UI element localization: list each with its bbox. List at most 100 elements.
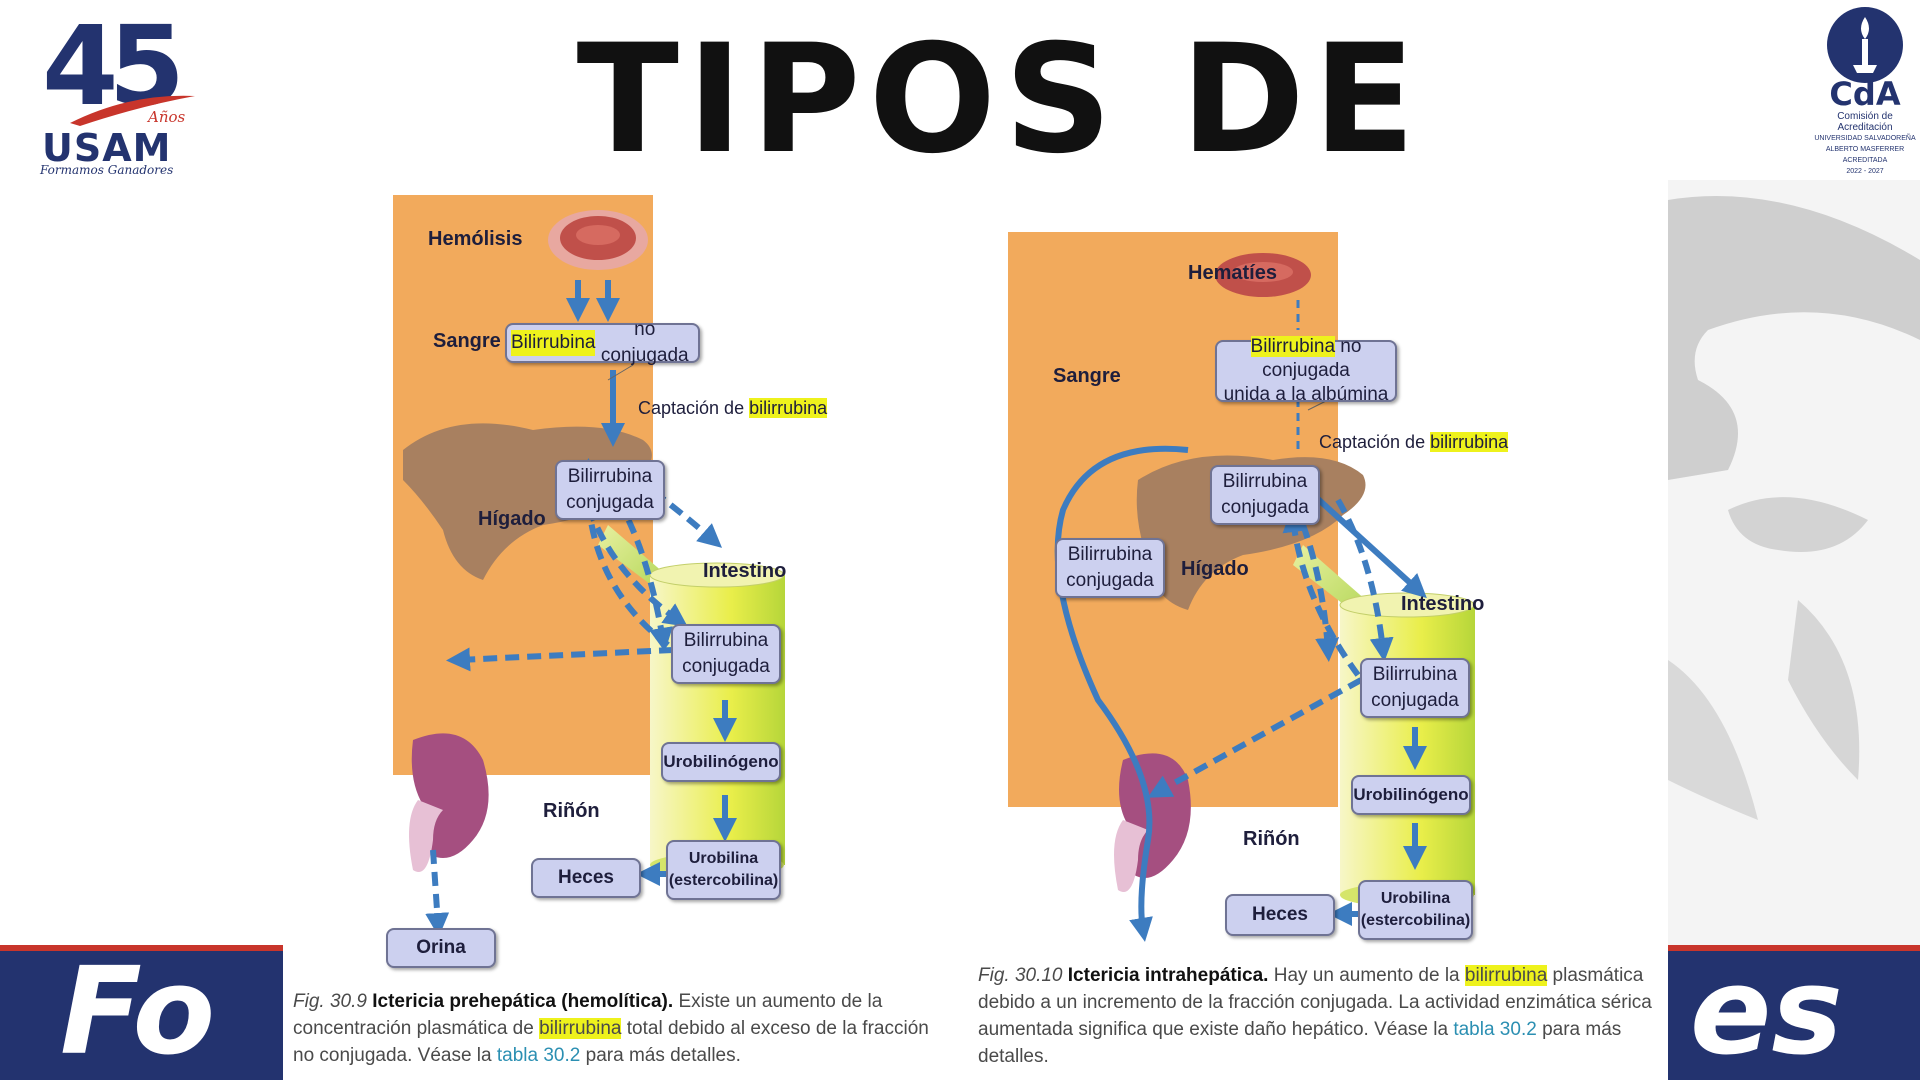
node-urobilin: Urobilina (estercobilina) — [666, 840, 781, 900]
caption-highlight: bilirrubina — [1464, 965, 1548, 986]
hemolysis-cell-icon — [548, 210, 648, 270]
node-line: Urobilina — [688, 850, 759, 867]
node-blood-conjugated-bilirubin: Bilirrubina conjugada — [1055, 538, 1165, 598]
capture-label-highlight: bilirrubina — [749, 398, 828, 418]
node-line: Bilirrubina — [683, 630, 769, 651]
arrow-liver-to-urobilinogen-2 — [590, 462, 673, 652]
label-kidney: Riñón — [1243, 828, 1300, 850]
capture-label-text: Captación de — [1319, 432, 1426, 452]
arrow-liver-to-blood-conjugated — [1054, 445, 1189, 942]
figure-intrahepatic: Hematíes Sangre Hígado Intestino Riñón C… — [973, 180, 1668, 1080]
caption-text: Existe un aumento de la concentración pl… — [293, 991, 883, 1039]
caption-text: para más detalles. — [978, 1019, 1622, 1067]
node-unconjugated-bilirubin-albumin: Bilirrubina no conjugada unida a la albú… — [1215, 336, 1397, 405]
node-line: Bilirrubina — [1067, 544, 1153, 565]
label-bilirubin-capture: Captación de bilirrubina — [638, 398, 828, 419]
node-urobilinogen: Urobilinógeno — [661, 742, 781, 782]
node-text: no conjugada — [1262, 336, 1362, 381]
capture-label-text: Captación de — [638, 398, 745, 418]
label-blood: Sangre — [433, 330, 501, 352]
arrow-urobilinogen-to-liver — [575, 458, 670, 648]
arrow-urobilinogen-to-kidney — [1147, 677, 1363, 798]
arrow-urobilinogen-to-liver — [1282, 508, 1361, 677]
node-feces: Heces — [1225, 894, 1335, 936]
node-intestine-conjugated-bilirubin: Bilirrubina conjugada — [1360, 658, 1470, 718]
capture-leader-line — [607, 364, 634, 381]
caption-fig-number: Fig. 30.10 — [978, 965, 1063, 986]
node-text: no conjugada — [600, 319, 689, 366]
logo-line: 2022 - 2027 — [1846, 168, 1884, 175]
label-blood: Sangre — [1053, 365, 1121, 387]
node-line: Bilirrubina — [1222, 471, 1308, 492]
logo-acronym: CdA — [1829, 75, 1901, 113]
logo-slogan: Formamos Ganadores — [40, 163, 174, 177]
label-intestine: Intestino — [703, 560, 787, 582]
caption-text: total debido al exceso de la fracción no… — [293, 1018, 929, 1066]
node-line: Bilirrubina no conjugada — [1221, 335, 1391, 383]
node-urine: Orina — [386, 928, 496, 968]
label-kidney: Riñón — [543, 800, 600, 822]
face-silhouette-watermark — [1668, 196, 1920, 820]
cda-logo: CdA Comisión de Acreditación UNIVERSIDAD… — [1810, 5, 1920, 175]
node-liver-conjugated-bilirubin: Bilirrubina conjugada — [1210, 465, 1320, 525]
torch-emblem-icon — [1827, 7, 1903, 83]
intestine-cylinder — [650, 575, 785, 865]
label-liver: Hígado — [478, 508, 546, 530]
node-liver-conjugated-bilirubin: Bilirrubina conjugada — [555, 460, 665, 520]
intrahepatic-diagram-graphic — [1008, 232, 1475, 942]
caption-text: plasmática debido a un incremento de la … — [978, 965, 1652, 1040]
logo-line: ALBERTO MASFERRER — [1825, 146, 1905, 153]
caption-title: Ictericia intrahepática. — [1067, 965, 1269, 986]
logo-line: Comisión de — [1837, 111, 1893, 122]
logo-accreditation-text: Comisión de Acreditación UNIVERSIDAD SAL… — [1810, 111, 1920, 177]
caption-prehepatic: Fig. 30.9 Ictericia prehepática (hemolít… — [293, 988, 953, 1069]
logo-swoosh — [70, 95, 195, 126]
logo-line: ACREDITADA — [1842, 157, 1888, 164]
caption-text: Hay un aumento de la — [1268, 965, 1465, 986]
label-erythrocytes: Hematíes — [1188, 262, 1277, 284]
node-intestine-conjugated-bilirubin: Bilirrubina conjugada — [671, 624, 781, 684]
footer-band-text-right: es — [1690, 943, 1843, 1082]
caption-highlight: bilirrubina — [539, 1018, 622, 1039]
label-bilirubin-capture: Captación de bilirrubina — [1319, 432, 1509, 453]
node-highlight-word: Bilirrubina — [1250, 336, 1336, 357]
intestine-cylinder — [1340, 605, 1475, 895]
logo-line: UNIVERSIDAD SALVADOREÑA — [1814, 135, 1916, 142]
background-watermark — [1668, 180, 1920, 1080]
caption-intrahepatic: Fig. 30.10 Ictericia intrahepática. Hay … — [978, 962, 1658, 1070]
prehepatic-diagram-graphic — [393, 195, 785, 937]
node-urobilinogen: Urobilinógeno — [1351, 775, 1471, 815]
node-line: Bilirrubina — [567, 466, 653, 487]
caption-table-link[interactable]: tabla 30.2 — [1453, 1019, 1537, 1040]
node-feces: Heces — [531, 858, 641, 898]
node-highlight-word: Bilirrubina — [511, 330, 596, 356]
arrow-liver-to-kidney-dashed — [1300, 523, 1340, 662]
node-line: conjugada — [1066, 570, 1154, 591]
node-line: conjugada — [1371, 690, 1459, 711]
node-urobilin: Urobilina (estercobilina) — [1358, 880, 1473, 940]
capture-label-highlight: bilirrubina — [1430, 432, 1509, 452]
figures-panel: Hemólisis Sangre Hígado Intestino Riñón … — [283, 180, 1668, 1080]
arrow-liver-to-intestine — [1305, 487, 1427, 599]
kidney-icon — [409, 733, 489, 872]
arrow-urobilinogen-to-kidney — [446, 647, 674, 672]
logo-years-label: Años — [148, 108, 186, 126]
node-line: conjugada — [682, 656, 770, 677]
node-line: conjugada — [566, 492, 654, 513]
caption-text: para más detalles. — [580, 1045, 741, 1066]
footer-band-text-left: Fo — [60, 943, 216, 1082]
caption-fig-number: Fig. 30.9 — [293, 991, 367, 1012]
kidney-icon — [1114, 753, 1191, 892]
caption-title: Ictericia prehepática (hemolítica). — [372, 991, 674, 1012]
node-line: (estercobilina) — [668, 872, 779, 889]
label-hemolysis: Hemólisis — [428, 228, 523, 250]
logo-name: USAM — [42, 126, 172, 170]
arrow-liver-to-urobilinogen — [1335, 498, 1394, 662]
erythrocyte-icon — [1215, 253, 1311, 297]
caption-table-link[interactable]: tabla 30.2 — [496, 1045, 581, 1066]
node-line: Urobilina — [1380, 890, 1451, 907]
label-liver: Hígado — [1181, 558, 1249, 580]
node-line: conjugada — [1221, 497, 1309, 518]
node-line: unida a la albúmina — [1223, 384, 1389, 405]
node-unconjugated-bilirubin: Bilirrubina no conjugada — [505, 319, 700, 366]
